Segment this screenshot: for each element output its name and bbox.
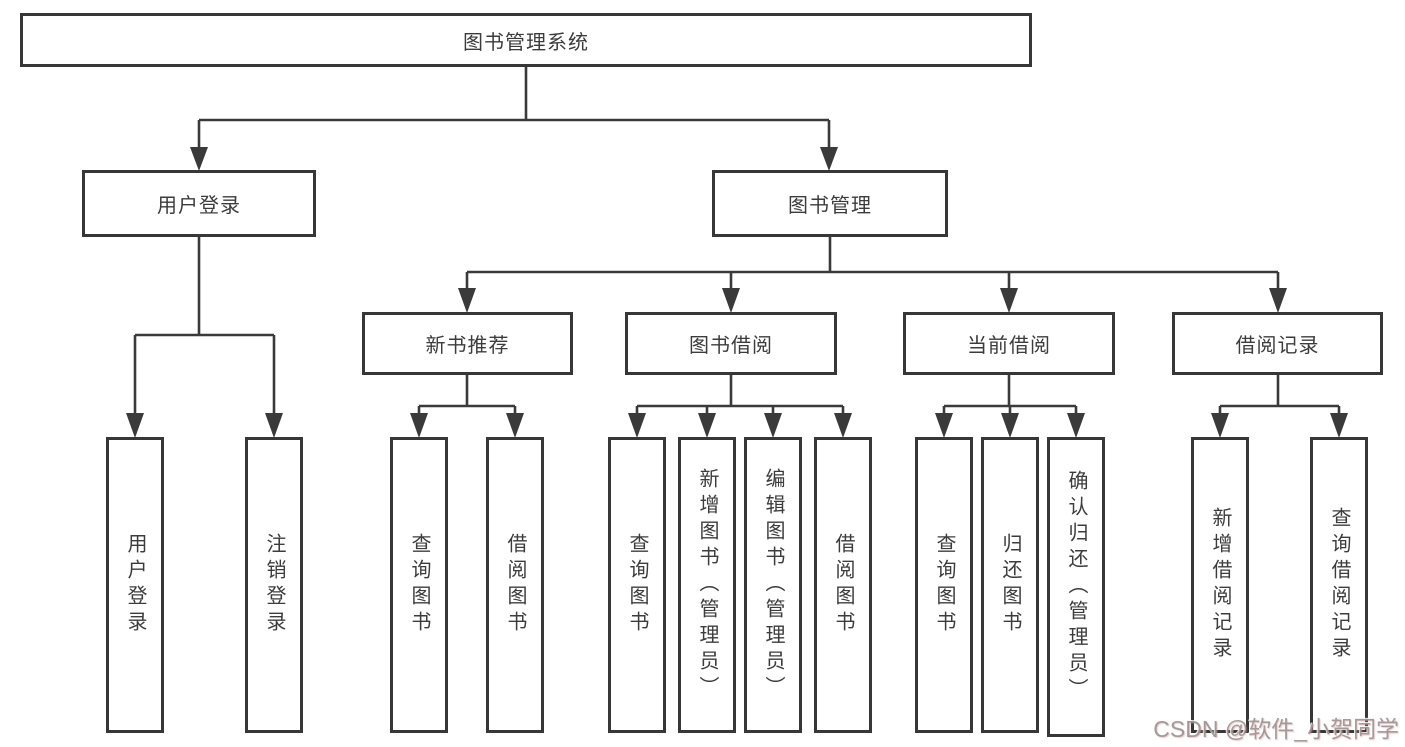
- watermark: CSDN @软件_小贺同学: [1153, 716, 1399, 742]
- leaf-confirm-return-admin: 确认归还（管理员）: [1047, 437, 1105, 737]
- node-book-management: 图书管理: [712, 170, 948, 237]
- node-borrow-records-label: 借阅记录: [1235, 335, 1320, 357]
- node-root-label: 图书管理系统: [463, 31, 589, 54]
- node-book-management-label: 图书管理: [788, 195, 872, 217]
- leaf-query-borrow-record: 查询借阅记录: [1310, 437, 1368, 733]
- node-book-borrow: 图书借阅: [625, 312, 837, 375]
- node-root: 图书管理系统: [20, 13, 1032, 67]
- leaf-user-login: 用户登录: [106, 437, 164, 733]
- leaf-query-books-1-label: 查询图书: [408, 533, 430, 637]
- leaf-query-books-3-label: 查询图书: [933, 533, 955, 637]
- node-new-book-recommend: 新书推荐: [362, 312, 573, 375]
- node-current-borrow-label: 当前借阅: [967, 335, 1051, 357]
- leaf-query-books-1: 查询图书: [390, 437, 448, 733]
- leaf-user-login-label: 用户登录: [124, 533, 146, 637]
- leaf-query-borrow-record-label: 查询借阅记录: [1328, 507, 1350, 663]
- leaf-borrow-books-1-label: 借阅图书: [504, 533, 526, 637]
- leaf-add-borrow-record-label: 新增借阅记录: [1209, 507, 1231, 663]
- node-user-login-label: 用户登录: [157, 195, 241, 217]
- leaf-logout-label: 注销登录: [263, 533, 285, 637]
- node-borrow-records: 借阅记录: [1172, 312, 1383, 375]
- leaf-borrow-books-2-label: 借阅图书: [832, 533, 854, 637]
- leaf-query-books-2-label: 查询图书: [626, 533, 648, 637]
- leaf-return-books: 归还图书: [981, 437, 1039, 733]
- leaf-borrow-books-1: 借阅图书: [486, 437, 544, 733]
- node-user-login: 用户登录: [82, 170, 316, 237]
- leaf-add-book-admin-label: 新增图书（管理员）: [696, 468, 718, 702]
- leaf-add-book-admin: 新增图书（管理员）: [678, 437, 736, 733]
- leaf-edit-book-admin: 编辑图书（管理员）: [744, 437, 802, 733]
- leaf-edit-book-admin-label: 编辑图书（管理员）: [762, 468, 784, 702]
- leaf-confirm-return-admin-label: 确认归还（管理员）: [1065, 470, 1087, 704]
- node-book-borrow-label: 图书借阅: [689, 335, 773, 357]
- leaf-add-borrow-record: 新增借阅记录: [1191, 437, 1249, 733]
- leaf-return-books-label: 归还图书: [999, 533, 1021, 637]
- leaf-query-books-3: 查询图书: [915, 437, 973, 733]
- leaf-borrow-books-2: 借阅图书: [814, 437, 872, 733]
- node-new-book-recommend-label: 新书推荐: [425, 335, 510, 357]
- leaf-logout: 注销登录: [245, 437, 303, 733]
- node-current-borrow: 当前借阅: [903, 312, 1115, 375]
- leaf-query-books-2: 查询图书: [608, 437, 666, 733]
